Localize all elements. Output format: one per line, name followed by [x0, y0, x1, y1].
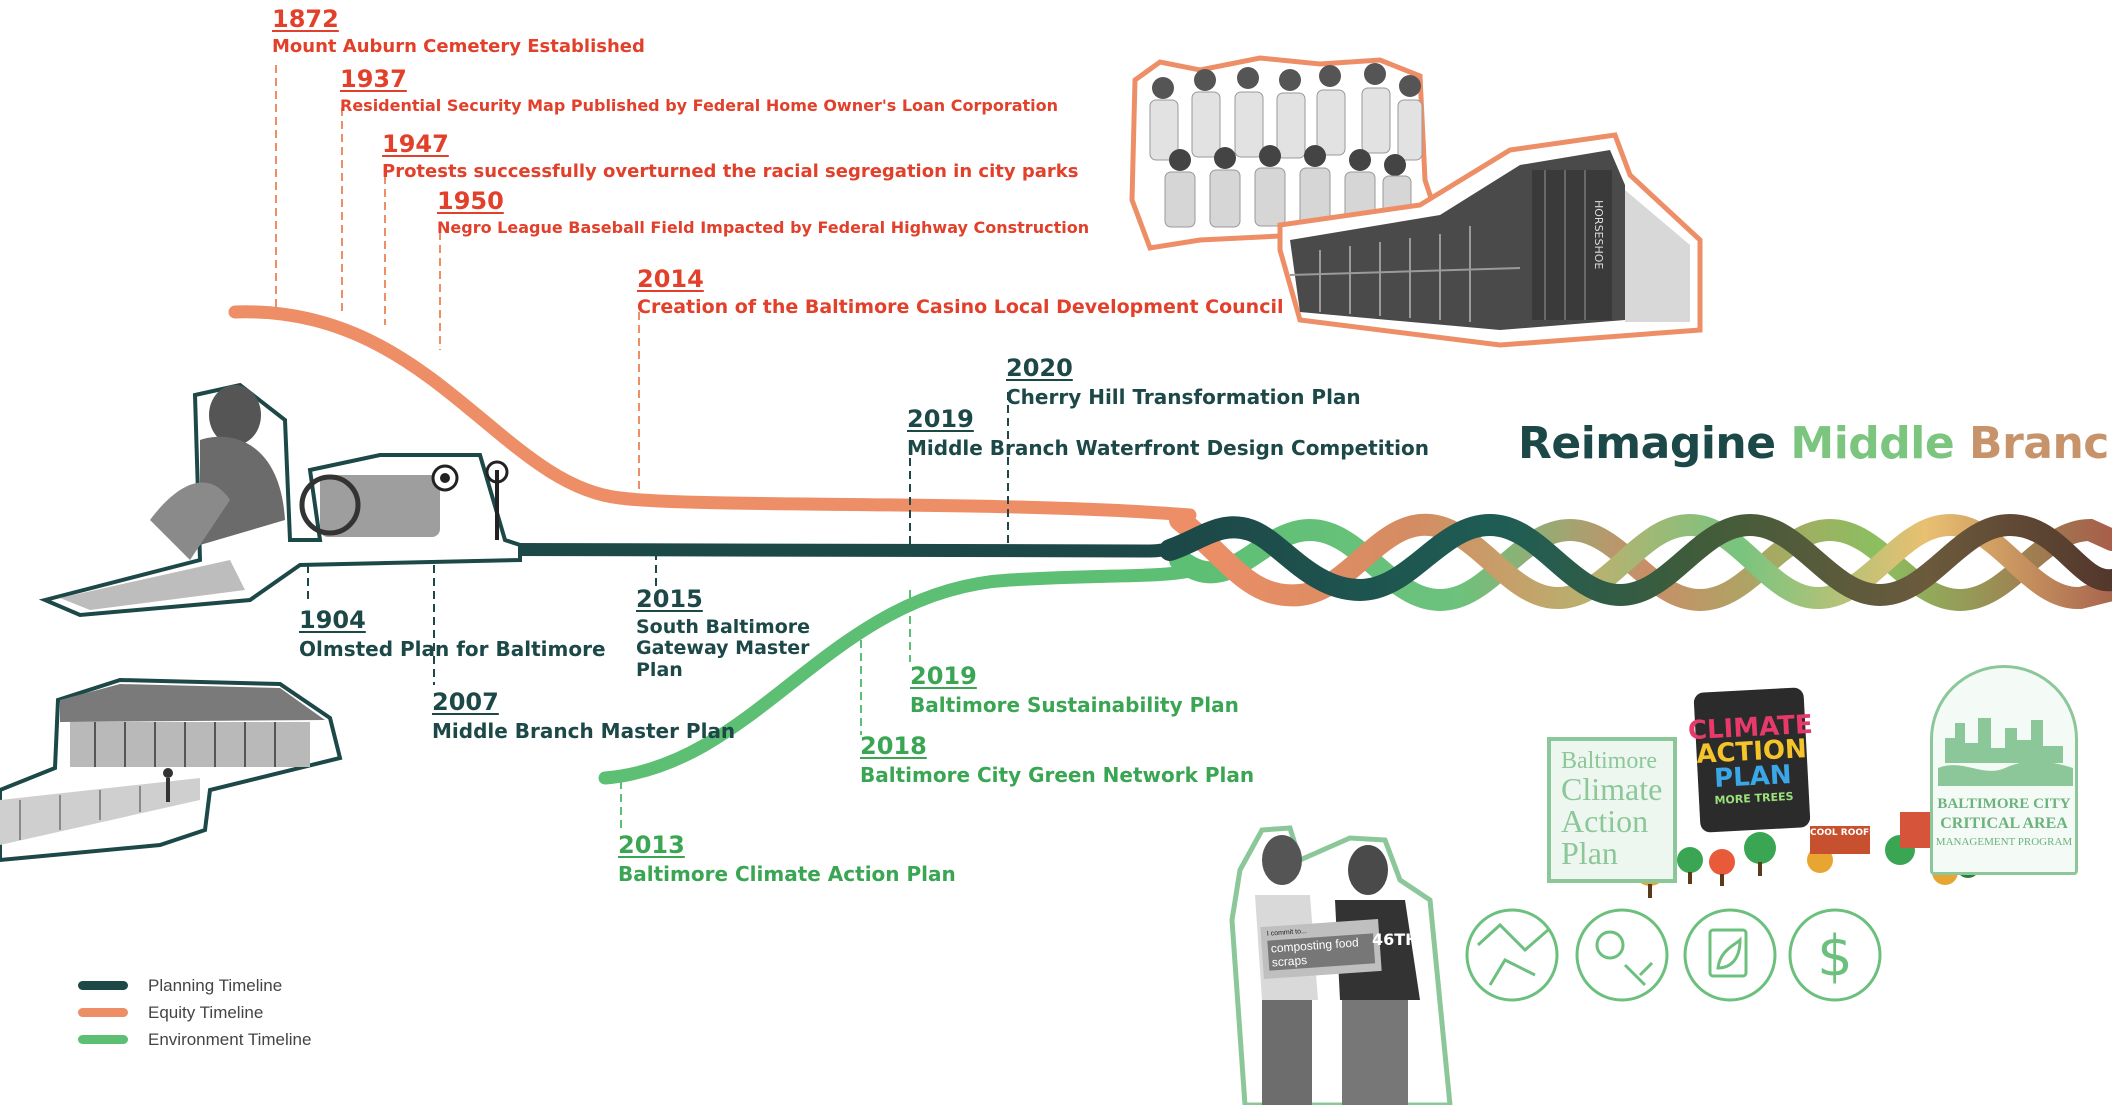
- legend-label: Planning Timeline: [148, 975, 283, 995]
- badge-line: MANAGEMENT PROGRAM: [1935, 836, 2073, 848]
- equity-event-1937: 1937 Residential Security Map Published …: [340, 65, 1059, 115]
- legend-item-equity: Equity Timeline: [78, 999, 311, 1026]
- leaf-document-icon: [1683, 908, 1777, 1002]
- event-text: Residential Security Map Published by Fe…: [340, 95, 1059, 115]
- badge-line: CRITICAL AREA: [1940, 815, 2068, 832]
- event-text: Middle Branch Master Plan: [432, 718, 736, 743]
- event-text: Baltimore Sustainability Plan: [910, 692, 1239, 717]
- planning-event-2019: 2019 Middle Branch Waterfront Design Com…: [907, 405, 1429, 460]
- braid-strand-environment: [1169, 518, 2112, 612]
- event-text: Cherry Hill Transformation Plan: [1006, 384, 1361, 409]
- event-year: 2020: [1006, 354, 1073, 382]
- plan-icons: $: [1465, 908, 1882, 1002]
- planning-event-2015: 2015 South Baltimore Gateway Master Plan: [636, 585, 826, 682]
- event-year: 1872: [272, 5, 339, 33]
- badge-line: PLAN: [1713, 760, 1793, 795]
- event-year: 1947: [382, 130, 449, 158]
- card-line: Action: [1561, 803, 1649, 839]
- event-year: 1937: [340, 65, 407, 93]
- sign-big-text: composting food scraps: [1267, 933, 1376, 971]
- skyline-icon: [1938, 718, 2073, 786]
- event-year: 2013: [618, 831, 685, 859]
- event-year: 1904: [299, 606, 366, 634]
- environment-event-2019: 2019 Baltimore Sustainability Plan: [910, 662, 1239, 717]
- svg-text:$: $: [1817, 924, 1853, 989]
- cool-roofs-tag: COOL ROOFS: [1810, 828, 1876, 838]
- event-year: 2014: [637, 265, 704, 293]
- title-word-3: Branch: [1969, 418, 2112, 469]
- event-text: Middle Branch Waterfront Design Competit…: [907, 435, 1429, 460]
- legend-label: Equity Timeline: [148, 1002, 264, 1022]
- event-year: 2019: [910, 662, 977, 690]
- climate-action-plan-card: Baltimore Climate Action Plan: [1547, 737, 1677, 883]
- event-year: 2007: [432, 688, 499, 716]
- legend-swatch: [78, 981, 128, 990]
- planning-event-2007: 2007 Middle Branch Master Plan: [432, 688, 736, 743]
- equity-event-1950: 1950 Negro League Baseball Field Impacte…: [437, 187, 1090, 237]
- dollar-icon: $: [1788, 908, 1882, 1002]
- climate-action-plan-badge: CLIMATE ACTION PLAN MORE TREES: [1687, 687, 1813, 833]
- event-text: South Baltimore Gateway Master Plan: [636, 615, 811, 682]
- environment-event-2018: 2018 Baltimore City Green Network Plan: [860, 732, 1255, 787]
- event-text: Protests successfully overturned the rac…: [382, 160, 1079, 182]
- event-text: Baltimore City Green Network Plan: [860, 762, 1255, 787]
- event-year: 2018: [860, 732, 927, 760]
- equity-event-1947: 1947 Protests successfully overturned th…: [382, 130, 1079, 182]
- legend-label: Environment Timeline: [148, 1029, 312, 1049]
- event-text: Negro League Baseball Field Impacted by …: [437, 217, 1090, 237]
- critical-area-program-badge: BALTIMORE CITY CRITICAL AREA MANAGEMENT …: [1930, 665, 2078, 875]
- planning-event-2020: 2020 Cherry Hill Transformation Plan: [1006, 354, 1361, 409]
- legend-swatch: [78, 1008, 128, 1017]
- pavilion-rendering: [0, 677, 343, 863]
- event-text: Baltimore Climate Action Plan: [618, 861, 956, 886]
- equity-event-1872: 1872 Mount Auburn Cemetery Established: [272, 5, 645, 57]
- event-text: Olmsted Plan for Baltimore: [299, 636, 606, 661]
- card-line: Baltimore: [1561, 748, 1657, 774]
- environment-event-2013: 2013 Baltimore Climate Action Plan: [618, 831, 956, 886]
- badge-tag: MORE TREES: [1714, 789, 1794, 807]
- title-word-1: Reimagine: [1518, 418, 1776, 469]
- badge-line: BALTIMORE CITY: [1937, 796, 2071, 812]
- legend-swatch: [78, 1035, 128, 1044]
- negro-league-team-photo: [1129, 55, 1444, 251]
- legend-item-planning: Planning Timeline: [78, 972, 311, 999]
- braid-strand-planning: [1159, 513, 2112, 607]
- shirt-text: 46TH: [1372, 930, 1419, 949]
- legend: Planning Timeline Equity Timeline Enviro…: [78, 972, 311, 1053]
- event-year: 2015: [636, 585, 703, 613]
- composting-sign: I commit to... composting food scraps: [1260, 918, 1382, 980]
- solar-plug-icon: [1575, 908, 1669, 1002]
- planning-connectors: [307, 392, 1009, 685]
- tree-illustrations: [1634, 812, 1980, 898]
- event-text: Mount Auburn Cemetery Established: [272, 35, 645, 57]
- horseshoe-casino-photo: HORSESHOE: [1277, 132, 1703, 348]
- map-icon: [1465, 908, 1559, 1002]
- page-title: Reimagine Middle Branch: [1518, 418, 2112, 469]
- event-year: 2019: [907, 405, 974, 433]
- environment-timeline-line: [598, 563, 1202, 785]
- building-sign-text: HORSESHOE: [1592, 200, 1605, 269]
- olmsted-drafting-photo: [38, 382, 522, 618]
- event-text: Creation of the Baltimore Casino Local D…: [637, 295, 1284, 318]
- equity-event-2014: 2014 Creation of the Baltimore Casino Lo…: [637, 265, 1284, 318]
- equity-timeline-line: [228, 305, 1197, 522]
- environment-connectors: [620, 590, 911, 830]
- planning-event-1904: 1904 Olmsted Plan for Baltimore: [299, 606, 606, 661]
- title-word-2: Middle: [1790, 418, 1955, 469]
- legend-item-environment: Environment Timeline: [78, 1026, 311, 1053]
- equity-connectors: [275, 65, 640, 490]
- event-year: 1950: [437, 187, 504, 215]
- card-line: Climate: [1561, 771, 1663, 807]
- card-line: Plan: [1561, 835, 1618, 871]
